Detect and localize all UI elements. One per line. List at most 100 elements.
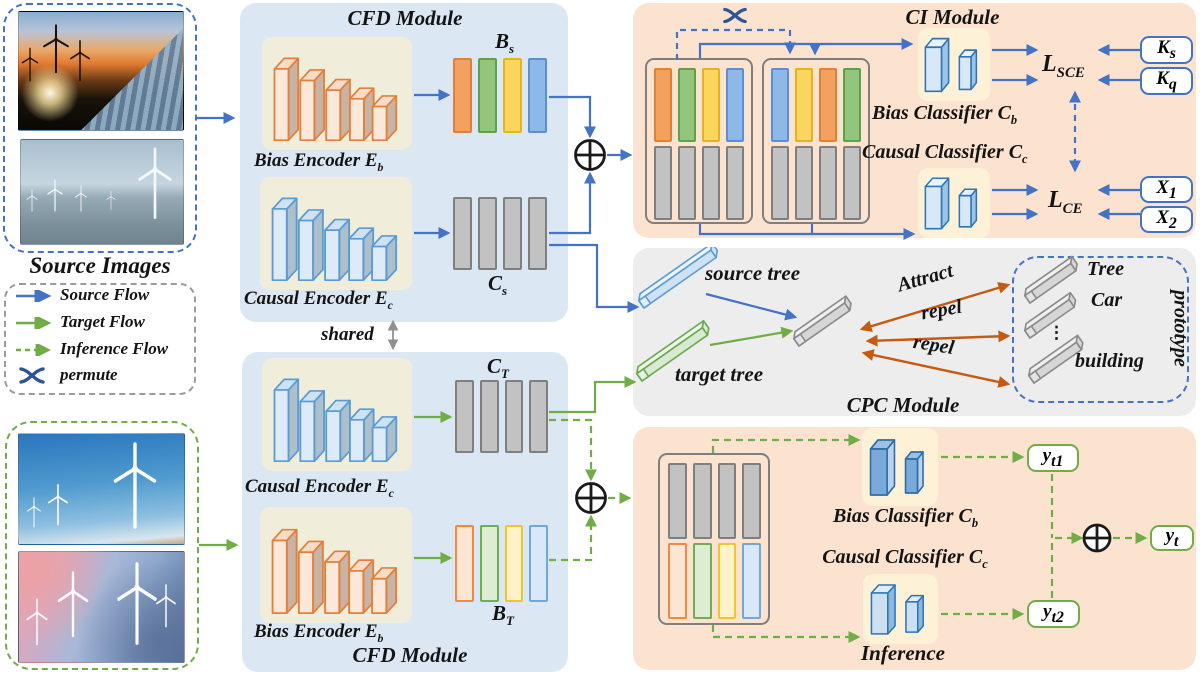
ci-box1-bias-bars — [654, 68, 744, 142]
feature-bar-gray — [771, 146, 789, 220]
feature-bar-yellow — [503, 58, 522, 133]
feature-bar-gray — [503, 197, 522, 270]
causal-encoder-bottom-blocks — [268, 363, 406, 467]
feature-bar-blue — [742, 543, 761, 619]
legend-box — [4, 283, 196, 395]
source-feature-bar — [636, 247, 736, 317]
oplus-source-icon — [574, 139, 606, 171]
feature-bar-gray — [504, 380, 524, 453]
feature-bar-gray — [654, 146, 672, 220]
feature-bar-gray — [692, 463, 712, 539]
legend-source-flow-label: Source Flow — [60, 285, 150, 304]
bias-encoder-top-blocks — [268, 42, 406, 146]
prototype-vertical-label: prototype — [1169, 290, 1192, 367]
feature-bar-gray — [795, 146, 813, 220]
feature-bar-orange — [453, 58, 472, 133]
legend-inference-flow-label: Inference Flow — [60, 339, 169, 358]
prototype-bar-building — [1026, 332, 1098, 392]
feature-bar-blue — [529, 525, 548, 602]
cs-label: Cs — [488, 271, 508, 299]
feature-bar-green — [692, 543, 712, 619]
feature-bar-yellow — [795, 68, 813, 142]
prototype-car-label: Car — [1091, 289, 1123, 311]
bt-feature-bars — [455, 525, 548, 602]
target-image-2 — [18, 551, 185, 663]
bias-encoder-bottom-blocks — [266, 513, 406, 619]
inference-feature-box — [658, 453, 770, 625]
feature-bar-gray — [479, 380, 499, 453]
feature-bar-gray — [717, 463, 737, 539]
feature-bar-blue — [726, 68, 744, 142]
prototype-ellipsis: ⋮ — [1048, 323, 1065, 342]
causal-encoder-top-blocks — [266, 182, 406, 286]
bs-feature-bars — [453, 58, 547, 133]
wind-turbine-icon — [111, 558, 163, 646]
wind-turbine-icon — [73, 184, 89, 212]
feature-bar-yellow — [504, 525, 524, 602]
source-tree-label: source tree — [705, 261, 801, 285]
feature-bar-gray — [455, 380, 474, 453]
target-image-1 — [18, 433, 185, 545]
wind-turbine-icon — [107, 438, 163, 530]
wind-turbine-icon — [39, 22, 73, 74]
legend-permute-label: permute — [60, 365, 118, 384]
source-flow-arrow-icon — [16, 290, 52, 302]
bias-encoder-top-label: Bias Encoder Eb — [254, 150, 384, 174]
target-tree-label: target tree — [675, 362, 764, 386]
prototype-box — [1012, 256, 1189, 403]
legend-target-flow-label: Target Flow — [60, 312, 145, 331]
x2-box: X2 — [1140, 206, 1193, 233]
yt2-box: yt2 — [1027, 600, 1080, 628]
ct-feature-bars — [455, 380, 548, 453]
feature-bar-green — [478, 58, 497, 133]
wind-turbine-icon — [105, 190, 117, 210]
feature-bar-gray — [702, 146, 720, 220]
feature-bar-gray — [478, 197, 497, 270]
wind-turbine-icon — [53, 568, 93, 638]
permute-icon — [19, 367, 45, 384]
ci-box1-causal-bars — [654, 146, 744, 220]
source-images-box — [3, 3, 197, 253]
wind-turbine-icon — [67, 38, 93, 82]
feature-bar-gray — [742, 463, 761, 539]
cs-feature-bars — [453, 197, 547, 270]
feature-bar-gray — [529, 380, 548, 453]
feature-bar-blue — [528, 58, 547, 133]
target-images-box — [5, 421, 199, 670]
prototype-bar-tree — [1022, 254, 1094, 312]
source-images-label: Source Images — [29, 253, 171, 278]
target-flow-arrow-icon — [16, 317, 52, 329]
bias-encoder-bottom-label: Bias Encoder Eb — [254, 621, 384, 645]
cfd-module-bottom-title: CFD Module — [352, 643, 468, 667]
feature-bar-gray — [843, 146, 861, 220]
inference-causal-classifier-label: Causal Classifier Cc — [822, 546, 988, 571]
wind-turbine-icon — [133, 144, 177, 220]
aligned-feature-bar — [791, 291, 871, 355]
loss-sce-label: LSCE — [1042, 51, 1085, 81]
ks-box: Ks — [1140, 36, 1193, 64]
yt1-box: yt1 — [1027, 444, 1079, 472]
permute-icon — [723, 7, 747, 24]
ci-bias-classifier-blocks — [920, 30, 988, 99]
feature-bar-green — [479, 525, 499, 602]
feature-bar-orange — [455, 525, 474, 602]
inference-causal-classifier-blocks — [866, 577, 935, 641]
feature-bar-yellow — [717, 543, 737, 619]
feature-bar-gray — [819, 146, 837, 220]
prototype-building-label: building — [1075, 350, 1144, 372]
feature-bar-gray — [528, 197, 547, 270]
inference-label: Inference — [861, 641, 945, 665]
source-image-2 — [20, 139, 184, 245]
inference-causal-bars — [668, 463, 761, 539]
ci-module-title: CI Module — [905, 5, 1000, 29]
prototype-tree-label: Tree — [1087, 258, 1125, 280]
yt-box: yt — [1150, 525, 1194, 551]
ci-causal-classifier-label: Causal Classifier Cc — [862, 141, 1028, 166]
feature-bar-blue — [771, 68, 789, 142]
kq-box: Kq — [1140, 67, 1193, 95]
wind-turbine-icon — [25, 188, 39, 212]
feature-bar-gray — [453, 197, 472, 270]
ci-box2-bias-bars-permuted — [771, 68, 861, 142]
ct-label: CT — [487, 354, 509, 382]
feature-bar-yellow — [702, 68, 720, 142]
